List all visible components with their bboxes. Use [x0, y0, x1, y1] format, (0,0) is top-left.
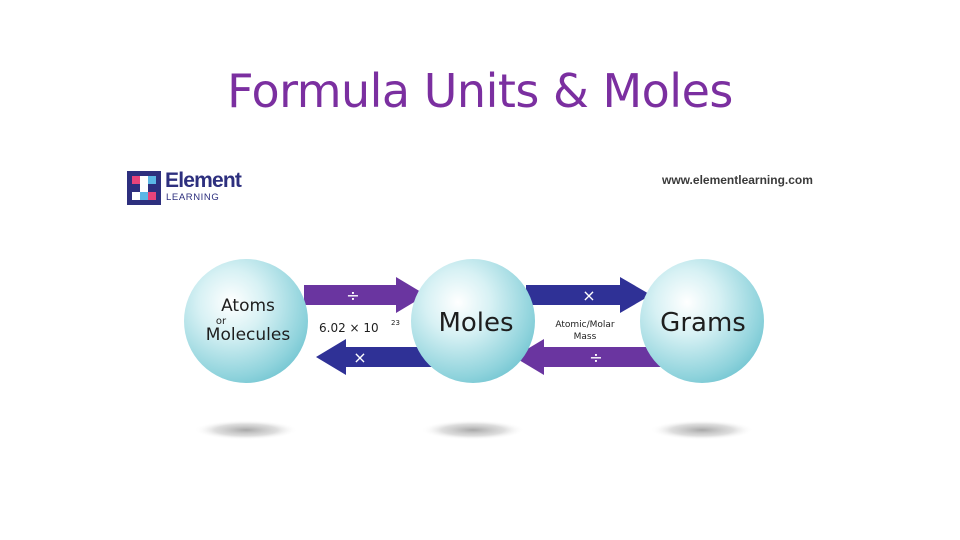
molar-mass-line2: Mass — [574, 332, 597, 342]
logo-subtitle: LEARNING — [166, 192, 220, 203]
moles-shadow — [421, 420, 525, 440]
atoms-shadow — [194, 420, 298, 440]
atoms-or-label: or — [216, 316, 227, 327]
right-connector-band — [525, 305, 655, 347]
grams-shadow — [650, 420, 754, 440]
right-top-operator: × — [582, 286, 595, 305]
element-learning-logo: Element LEARNING — [127, 170, 242, 206]
molecules-label: Molecules — [206, 325, 291, 345]
avogadro-factor: 6.02 × 10 — [319, 321, 379, 335]
grams-sphere — [640, 259, 764, 383]
grams-label: Grams — [660, 308, 746, 338]
page-title: Formula Units & Moles — [227, 64, 733, 118]
left-bottom-operator: × — [353, 348, 366, 367]
left-top-operator: ÷ — [346, 286, 359, 305]
logo-mark-icon — [127, 171, 161, 205]
atoms-label: Atoms — [221, 296, 275, 316]
molar-mass-line1: Atomic/Molar — [555, 320, 615, 330]
atoms-sphere — [184, 259, 308, 383]
arrow-atoms-to-moles — [304, 277, 426, 313]
moles-label: Moles — [438, 308, 513, 338]
arrow-moles-to-grams — [526, 277, 651, 313]
avogadro-exponent: 23 — [391, 319, 400, 327]
arrow-grams-to-moles — [514, 339, 662, 375]
left-connector-band — [300, 305, 430, 347]
right-bottom-operator: ÷ — [589, 348, 602, 367]
logo-wordmark: Element — [165, 169, 242, 192]
avogadro-base: 6.02 × 10 — [319, 321, 379, 335]
moles-sphere — [411, 259, 535, 383]
website-url: www.elementlearning.com — [662, 173, 813, 187]
arrow-moles-to-atoms — [316, 339, 438, 375]
